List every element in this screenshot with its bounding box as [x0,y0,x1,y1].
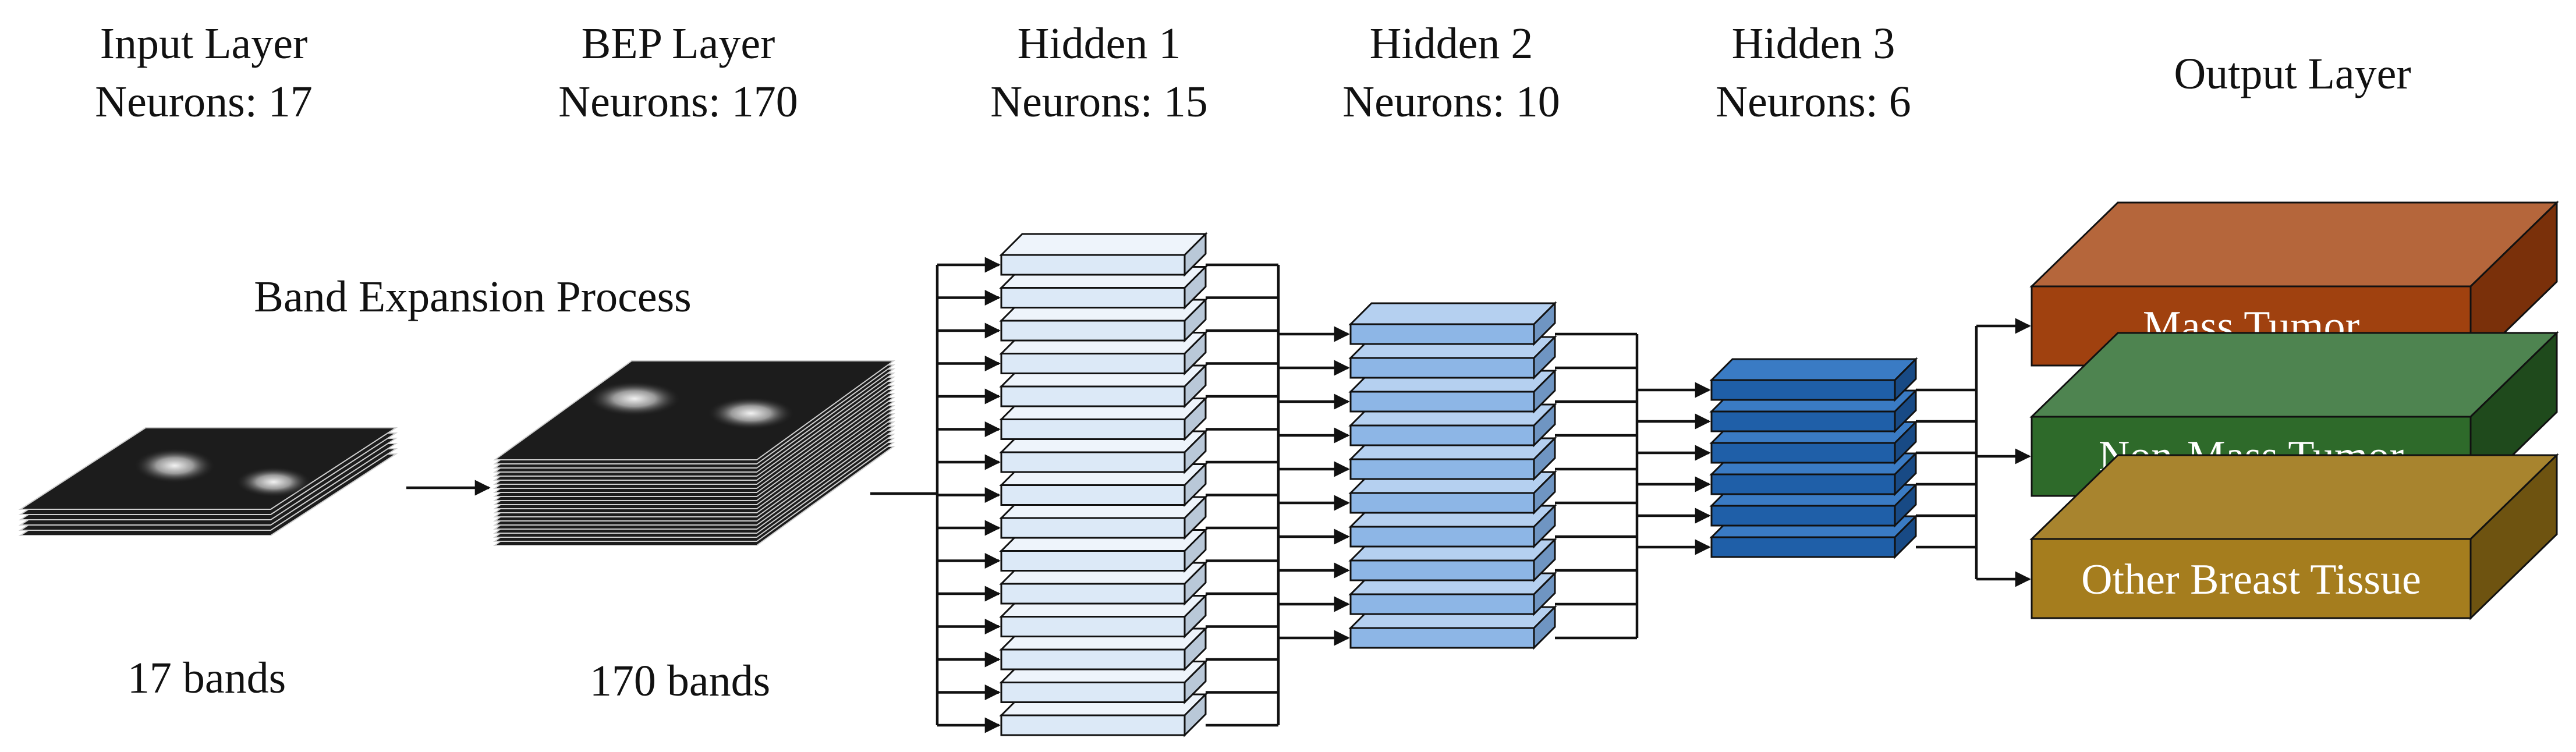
output-layer-title: Output Layer [2174,49,2411,98]
hidden1-title: Hidden 1 [1018,19,1181,68]
hidden1-neuron-top [999,233,1208,256]
hidden1-neuron [1000,418,1186,440]
hidden3-to-output-connections [1916,318,2031,587]
hidden1-neuron [1000,287,1186,308]
hidden1-neuron [1000,353,1186,374]
hidden2-neuron-top [1348,302,1557,325]
hidden1-neuron-stack [999,232,1208,737]
bep-layer-title: BEP Layer [582,19,775,68]
hidden2-neuron [1349,526,1535,548]
bep-tissue-blob [588,381,681,416]
hidden2-neuron [1349,593,1535,615]
hidden2-neurons: Neurons: 10 [1342,77,1560,126]
input-layer-title: Input Layer [100,19,308,68]
hidden1-neurons: Neurons: 15 [990,77,1208,126]
hidden1-neuron [1000,583,1186,605]
hidden2-neuron [1349,458,1535,480]
hidden2-neuron-stack [1348,301,1557,650]
hidden2-neuron [1349,391,1535,413]
output-label-other-breast-tissue: Other Breast Tissue [2081,556,2421,604]
hidden1-neuron [1000,484,1186,506]
hidden2-to-hidden3-connections [1555,332,1711,640]
bep-tissue-blob [707,397,795,430]
hidden3-neuron-stack [1709,357,1918,559]
hidden3-neuron [1710,473,1896,495]
output-classes: Mass Tumor Non-Mass Tumor Other Breast T… [2029,200,2559,620]
hidden3-title: Hidden 3 [1732,19,1895,68]
hidden3-neuron [1710,410,1896,432]
bep-to-hidden1-connections [870,257,1001,733]
layer-headers: Input Layer Neurons: 17 BEP Layer Neuron… [95,19,2411,126]
hidden3-neurons: Neurons: 6 [1716,77,1911,126]
hidden1-to-hidden2-connections [1206,263,1350,727]
bep-bands-label: 170 bands [590,657,770,705]
hidden3-neuron-top [1709,358,1918,381]
input-bands-label: 17 bands [127,654,286,703]
hidden2-neuron [1349,627,1535,649]
hidden2-neuron [1349,424,1535,446]
hidden3-neuron [1710,536,1896,558]
bep-band-stack [492,360,896,546]
hidden2-neuron [1349,492,1535,514]
band-expansion-label: Band Expansion Process [254,272,691,321]
hidden1-neuron [1000,320,1186,342]
bep-layer-neurons: Neurons: 170 [558,77,798,126]
hidden3-neuron [1710,505,1896,527]
input-tissue-blob [236,467,311,497]
input-band-stack [18,427,398,536]
hidden1-neuron [1000,714,1186,736]
hidden1-neuron [1000,550,1186,572]
hidden1-neuron [1000,385,1186,407]
hidden2-neuron [1349,559,1535,581]
hidden2-neuron [1349,323,1535,345]
hidden2-title: Hidden 2 [1370,19,1533,68]
input-tissue-blob [134,448,215,483]
hidden1-neuron [1000,616,1186,637]
bep-band-slice [492,360,896,460]
hidden3-neuron [1710,442,1896,464]
hidden3-neuron [1710,379,1896,401]
hidden1-neuron [1000,451,1186,473]
hidden1-neuron [1000,254,1186,276]
input-layer-neurons: Neurons: 17 [95,77,313,126]
hidden1-neuron [1000,517,1186,539]
output-other-breast-tissue: Other Breast Tissue [2029,453,2559,620]
hidden1-neuron [1000,682,1186,703]
hidden2-neuron [1349,357,1535,379]
hidden1-neuron [1000,648,1186,671]
